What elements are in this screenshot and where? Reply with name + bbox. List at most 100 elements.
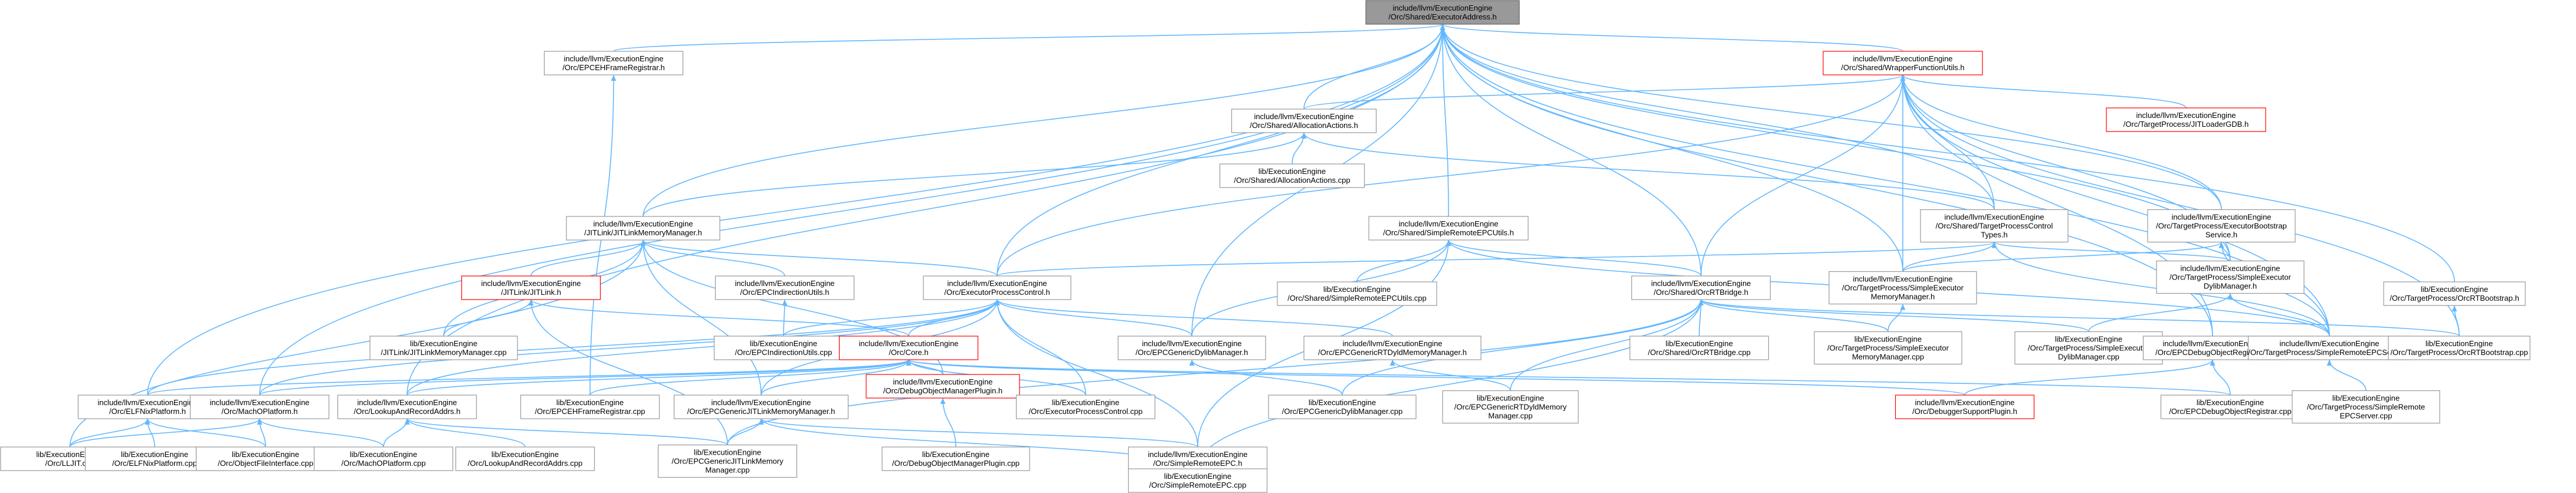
dependency-edge xyxy=(1440,24,2455,282)
dependency-edge xyxy=(528,299,728,445)
file-node-label: /Orc/Core.h xyxy=(889,348,928,357)
file-node-label: lib/ExecutionEngine xyxy=(2426,339,2493,348)
file-node-tpctypes-h[interactable]: include/llvm/ExecutionEngine/Orc/Shared/… xyxy=(1920,209,2069,243)
file-node-box xyxy=(543,51,684,75)
dependency-edge xyxy=(1902,241,2224,272)
file-node-simplemm-cpp[interactable]: lib/ExecutionEngine/Orc/TargetProcess/Si… xyxy=(1814,331,1962,365)
file-node-box xyxy=(2383,281,2526,306)
file-node-box xyxy=(866,374,1020,399)
file-node-macho-h[interactable]: include/llvm/ExecutionEngine/Orc/MachOPl… xyxy=(189,395,330,419)
file-node-label: include/llvm/ExecutionEngine xyxy=(2171,213,2271,222)
file-node-label: /Orc/EPCIndirectionUtils.cpp xyxy=(735,348,833,357)
file-node-jitlinkmm-cpp[interactable]: lib/ExecutionEngine/JITLink/JITLinkMemor… xyxy=(369,336,518,360)
file-node-box xyxy=(313,446,454,471)
file-node-simpledylib-cpp[interactable]: lib/ExecutionEngine/Orc/TargetProcess/Si… xyxy=(2014,331,2163,365)
file-node-rtbridge-cpp[interactable]: lib/ExecutionEngine/Orc/Shared/OrcRTBrid… xyxy=(1629,336,1769,360)
file-node-epc-h[interactable]: include/llvm/ExecutionEngine/Orc/Executo… xyxy=(923,275,1071,300)
file-node-alloc-cpp[interactable]: lib/ExecutionEngine/Orc/Shared/Allocatio… xyxy=(1219,163,1365,188)
file-node-rtdyldmm-h[interactable]: include/llvm/ExecutionEngine/Orc/EPCGene… xyxy=(1303,336,1482,360)
file-node-label: Manager.cpp xyxy=(1488,412,1532,420)
file-node-label: /JITLink/JITLinkMemoryManager.cpp xyxy=(381,348,506,357)
file-node-label: /Orc/Shared/TargetProcessControl xyxy=(1936,222,2053,231)
dependency-edge xyxy=(1510,299,1704,391)
file-node-label: lib/ExecutionEngine xyxy=(556,398,624,407)
file-node-label: lib/ExecutionEngine xyxy=(232,450,299,459)
file-node-debugsupport-h[interactable]: include/llvm/ExecutionEngine/Orc/Debugge… xyxy=(1895,395,2035,419)
file-node-label: lib/ExecutionEngine xyxy=(1323,285,1391,294)
file-node-label: /Orc/SimpleRemoteEPC.h xyxy=(1153,459,1243,468)
file-node-label: /Orc/ELFNixPlatform.cpp xyxy=(112,459,197,468)
file-node-box xyxy=(1629,336,1769,360)
file-node-alloc-h[interactable]: include/llvm/ExecutionEngine/Orc/Shared/… xyxy=(1231,109,1377,133)
file-node-macho-cpp[interactable]: lib/ExecutionEngine/Orc/MachOPlatform.cp… xyxy=(313,446,454,471)
file-node-box xyxy=(673,395,849,419)
file-node-label: DylibManager.cpp xyxy=(2058,353,2119,361)
dependency-edge xyxy=(1964,359,2216,396)
file-node-rtbootstrap-cpp[interactable]: lib/ExecutionEngine/Orc/TargetProcess/Or… xyxy=(2388,336,2531,360)
dependency-edge xyxy=(528,299,909,337)
file-node-epc-cpp[interactable]: lib/ExecutionEngine/Orc/ExecutorProcessC… xyxy=(1015,395,1156,419)
file-node-remoteepc-cpp[interactable]: lib/ExecutionEngine/Orc/SimpleRemoteEPC.… xyxy=(1128,468,1268,493)
file-node-box xyxy=(1128,468,1268,493)
file-node-box xyxy=(1442,390,1579,424)
file-node-simpledylib-h[interactable]: include/llvm/ExecutionEngine/Orc/TargetP… xyxy=(2156,260,2305,294)
file-node-genericjitmm-h[interactable]: include/llvm/ExecutionEngine/Orc/EPCGene… xyxy=(673,395,849,419)
file-node-jitlink-h[interactable]: include/llvm/ExecutionEngine/JITLink/JIT… xyxy=(461,275,601,300)
file-node-bootstrap-h[interactable]: include/llvm/ExecutionEngine/Orc/TargetP… xyxy=(2147,209,2296,243)
file-node-objiface-cpp[interactable]: lib/ExecutionEngine/Orc/ObjectFileInterf… xyxy=(195,446,336,471)
file-node-dylibmgr-cpp[interactable]: lib/ExecutionEngine/Orc/EPCGenericDylibM… xyxy=(1268,395,1417,419)
file-node-label: /Orc/TargetProcess/OrcRTBootstrap.cpp xyxy=(2390,348,2528,357)
file-node-elfnix-cpp[interactable]: lib/ExecutionEngine/Orc/ELFNixPlatform.c… xyxy=(84,446,225,471)
file-node-label: /Orc/Shared/WrapperFunctionUtils.h xyxy=(1841,63,1964,72)
file-node-label: /Orc/ObjectFileInterface.cpp xyxy=(218,459,313,468)
file-node-label: Types.h xyxy=(1981,231,2008,239)
file-node-debugobjreg-cpp[interactable]: lib/ExecutionEngine/Orc/EPCDebugObjectRe… xyxy=(2160,395,2300,419)
file-node-lookupaddr-cpp[interactable]: lib/ExecutionEngine/Orc/LookupAndRecordA… xyxy=(455,446,595,471)
file-node-root[interactable]: include/llvm/ExecutionEngine/Orc/Shared/… xyxy=(1365,0,1520,25)
file-node-box xyxy=(1268,395,1417,419)
dependency-edge xyxy=(1698,299,2460,337)
file-node-label: /Orc/TargetProcess/OrcRTBootstrap.h xyxy=(2390,294,2519,303)
file-node-ehframe-cpp[interactable]: lib/ExecutionEngine/Orc/EPCEHFrameRegist… xyxy=(520,395,660,419)
file-node-remoteepc-h[interactable]: include/llvm/ExecutionEngine/Orc/SimpleR… xyxy=(1128,446,1268,471)
file-node-dylibmgr-h[interactable]: include/llvm/ExecutionEngine/Orc/EPCGene… xyxy=(1117,336,1266,360)
file-node-simplemm-h[interactable]: include/llvm/ExecutionEngine/Orc/TargetP… xyxy=(1828,271,1977,305)
file-node-label: /Orc/TargetProcess/ExecutorBootstrap xyxy=(2156,222,2287,231)
file-node-indirection-cpp[interactable]: lib/ExecutionEngine/Orc/EPCIndirectionUt… xyxy=(713,336,854,360)
dependency-edge xyxy=(1292,132,1307,165)
file-node-core-h[interactable]: include/llvm/ExecutionEngine/Orc/Core.h xyxy=(838,336,979,360)
file-node-lookupaddr-h[interactable]: include/llvm/ExecutionEngine/Orc/LookupA… xyxy=(337,395,477,419)
file-node-label: include/llvm/ExecutionEngine xyxy=(1398,219,1498,228)
dependency-edge xyxy=(145,418,266,448)
dependency-edge xyxy=(994,299,1192,337)
file-node-rtbridge-h[interactable]: include/llvm/ExecutionEngine/Orc/Shared/… xyxy=(1631,275,1771,300)
dependency-edge xyxy=(530,239,646,277)
dependency-edge xyxy=(1440,24,1449,217)
file-node-wrapper-h[interactable]: include/llvm/ExecutionEngine/Orc/Shared/… xyxy=(1823,51,1983,75)
dependency-edge xyxy=(407,359,912,396)
file-node-label: /Orc/EPCGenericDylibManager.h xyxy=(1136,348,1248,357)
file-node-indirection-h[interactable]: include/llvm/ExecutionEngine/Orc/EPCIndi… xyxy=(715,275,855,300)
file-node-box xyxy=(1823,51,1983,75)
dependency-edge xyxy=(940,397,956,448)
file-node-label: include/llvm/ExecutionEngine xyxy=(1254,112,1353,121)
file-node-remoteepcserver-h[interactable]: include/llvm/ExecutionEngine/Orc/TargetP… xyxy=(2247,336,2411,360)
dependency-edge xyxy=(407,299,1000,396)
file-node-genericjitmm-cpp[interactable]: lib/ExecutionEngine/Orc/EPCGenericJITLin… xyxy=(657,444,798,478)
file-node-sremote-h[interactable]: include/llvm/ExecutionEngine/Orc/Shared/… xyxy=(1368,216,1529,241)
file-node-eh-reg-h[interactable]: include/llvm/ExecutionEngine/Orc/EPCEHFr… xyxy=(543,51,684,75)
file-node-remoteepcserver-cpp[interactable]: lib/ExecutionEngine/Orc/TargetProcess/Si… xyxy=(2292,390,2440,424)
file-node-jitlinkmm-h[interactable]: include/llvm/ExecutionEngine/JITLink/JIT… xyxy=(566,216,720,241)
file-node-rtbootstrap-h[interactable]: lib/ExecutionEngine/Orc/TargetProcess/Or… xyxy=(2383,281,2526,306)
dependency-edge xyxy=(1440,24,1995,210)
file-node-sremote-cpp[interactable]: lib/ExecutionEngine/Orc/Shared/SimpleRem… xyxy=(1277,281,1437,306)
file-node-label: lib/ExecutionEngine xyxy=(410,339,477,348)
file-node-jitloadergdb-h[interactable]: include/llvm/ExecutionEngine/Orc/TargetP… xyxy=(2106,107,2266,132)
dependency-edge xyxy=(1440,24,1702,277)
file-node-box xyxy=(1895,395,2035,419)
file-node-rtdyldmm-cpp[interactable]: lib/ExecutionEngine/Orc/EPCGenericRTDyld… xyxy=(1442,390,1579,424)
file-node-debugplugin-h[interactable]: include/llvm/ExecutionEngine/Orc/DebugOb… xyxy=(866,374,1020,399)
file-node-box xyxy=(838,336,979,360)
dependency-edge xyxy=(643,24,1446,217)
file-node-debugplugin-cpp[interactable]: lib/ExecutionEngine/Orc/DebugObjectManag… xyxy=(881,446,1030,471)
